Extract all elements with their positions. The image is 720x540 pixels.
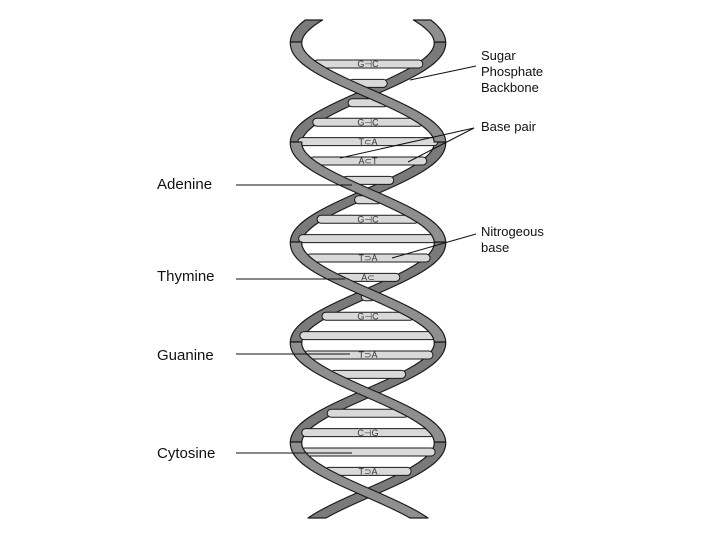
base-pair-rung: G⊣C xyxy=(316,214,420,224)
base-pair-text: C⊣G xyxy=(357,428,378,438)
base-pair-text: T⊃A xyxy=(358,467,377,477)
base-pair-text: G⊣C xyxy=(357,311,379,321)
backbone-strand-front xyxy=(289,19,447,519)
sugar-label: Sugar xyxy=(481,48,516,63)
nitrogenous-base-leader-line xyxy=(391,233,477,259)
base-pair-rung: G⊣C xyxy=(312,117,424,127)
leader-lines xyxy=(236,65,477,454)
strand-1-segment-2 xyxy=(289,141,447,243)
base-pair-rung xyxy=(298,234,438,244)
cytosine-label: Cytosine xyxy=(157,445,215,462)
base-pair-rung: G⊣C xyxy=(312,59,424,69)
thymine-label: Thymine xyxy=(157,268,215,285)
base-pair-text: T⊂A xyxy=(358,137,377,147)
base-pair-bar xyxy=(298,234,438,244)
sugar-backbone-leader-line xyxy=(409,65,477,81)
base-pair-text: T⊃A xyxy=(358,350,377,360)
strand-2-segment-1 xyxy=(289,41,447,143)
base-pair-text: A⊂ xyxy=(361,273,375,283)
guanine-label: Guanine xyxy=(157,347,214,364)
base-pair-label: Base pair xyxy=(481,119,537,134)
base-pair-rung: T⊃A xyxy=(302,350,434,360)
base-pair-bar xyxy=(299,331,437,341)
base-pair-leader-line-1 xyxy=(339,127,475,159)
base-pair-bar xyxy=(300,447,436,457)
base-pair-leader-line-2 xyxy=(407,127,475,163)
base-label: base xyxy=(481,240,509,255)
strand-2-segment-0 xyxy=(289,19,324,43)
base-pair-rung: T⊂A xyxy=(297,137,439,147)
base-pair-rung: T⊃A xyxy=(305,253,431,263)
base-pair-text: A⊂T xyxy=(358,156,378,166)
strand-2-segment-5 xyxy=(289,441,429,519)
nitrogenous-label: Nitrogeous xyxy=(481,224,544,239)
base-pair-rung xyxy=(300,447,436,457)
base-pair-rung: C⊣G xyxy=(301,428,435,438)
strand-2-segment-3 xyxy=(289,241,447,343)
strand-1-segment-0 xyxy=(412,19,447,43)
base-pair-text: G⊣C xyxy=(357,214,379,224)
backbone-label: Backbone xyxy=(481,80,539,95)
base-pair-text: G⊣C xyxy=(357,117,379,127)
base-pair-text: G⊣C xyxy=(357,59,379,69)
base-pair-text: T⊃A xyxy=(358,253,377,263)
base-pair-rung xyxy=(299,331,437,341)
adenine-label: Adenine xyxy=(157,176,212,193)
phosphate-label: Phosphate xyxy=(481,64,543,79)
strand-1-segment-4 xyxy=(289,341,447,443)
